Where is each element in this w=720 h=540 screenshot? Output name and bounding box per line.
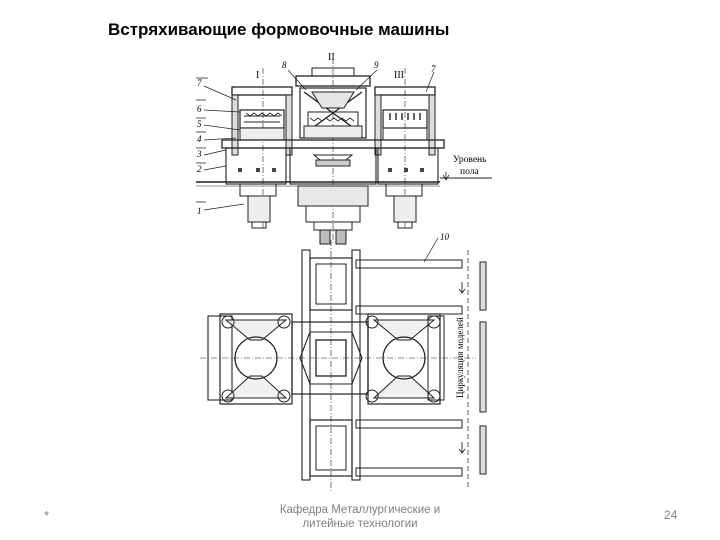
floor-level-label-1: Уровень (453, 155, 487, 165)
callout-6: 6 (197, 104, 202, 114)
elevation-view (196, 58, 492, 245)
footer-department: Кафедра Металлургические и литейные техн… (279, 504, 441, 530)
footer-bullet: * (44, 508, 50, 523)
callout-10: 10 (440, 232, 450, 242)
circulation-label: Циркуляция моделей (455, 317, 465, 398)
plan-view (200, 237, 487, 492)
callout-2: 2 (197, 164, 202, 174)
slide-title: Встряхивающие формовочные машины (108, 20, 450, 39)
callout-7-left: 7 (197, 78, 202, 88)
callout-5: 5 (197, 119, 202, 129)
callout-1: 1 (197, 206, 202, 216)
callout-7-right: 7 (431, 64, 436, 74)
callout-9: 9 (374, 60, 379, 70)
callout-8: 8 (282, 60, 287, 70)
callout-4: 4 (197, 134, 202, 144)
section-label-1: I (256, 70, 259, 81)
section-label-2: II (328, 52, 335, 63)
technical-drawing: I II III 7 6 5 4 3 2 1 8 9 7 10 Уровень … (196, 52, 492, 492)
floor-level-label-2: пола (460, 167, 479, 177)
page-number: 24 (664, 508, 678, 522)
callout-3: 3 (196, 149, 202, 159)
section-label-3: III (394, 70, 404, 81)
